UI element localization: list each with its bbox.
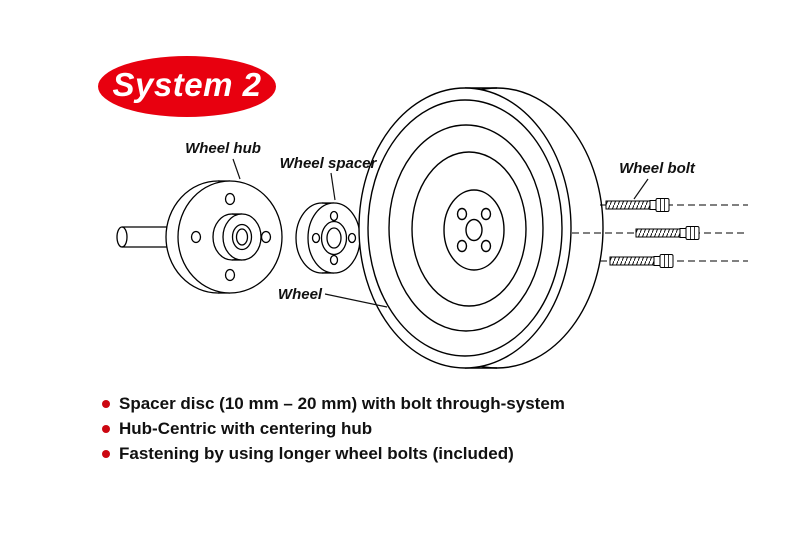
wheel-center-bore [465,218,483,242]
spacer-bolt-hole [347,232,357,244]
bullet-dot [102,425,110,433]
feature-item: Spacer disc (10 mm – 20 mm) with bolt th… [102,393,722,415]
spacer-centering-ring [320,220,348,256]
system-badge: System 2 [98,56,276,117]
feature-text: Spacer disc (10 mm – 20 mm) with bolt th… [119,394,565,413]
spacer-bolt-hole [329,254,339,266]
hub-center-bore [235,228,249,246]
feature-text: Hub-Centric with centering hub [119,419,373,438]
wheel-bolt-hole [480,207,492,221]
axle-shaft-end [116,226,128,248]
rim-dish [411,151,527,307]
wheel-bolt-middle [635,226,700,240]
wheel-bolt-hole [456,239,468,253]
wheel-bolt-label: Wheel bolt [619,160,696,177]
feature-item: Fastening by using longer wheel bolts (i… [102,443,722,465]
rim-edge [388,124,544,332]
hub-centering-boss [222,213,262,261]
feature-text: Fastening by using longer wheel bolts (i… [119,444,514,463]
wheel-hub-label: Wheel hub [185,140,261,157]
spacer-bolt-hole [329,210,339,222]
wheel-hub-drawing [116,180,283,294]
spacer-bolt-hole [311,232,321,244]
spacer-center-bore [326,227,342,249]
bullet-dot [102,400,110,408]
wheel-bolt-bottom [609,254,674,268]
system-badge-label: System 2 [112,66,262,103]
wheel-spacer-label: Wheel spacer [280,155,378,172]
wheel-spacer-drawing [295,202,361,274]
wheel-bolt-hole [456,207,468,221]
hub-bolt-hole [224,268,236,282]
wheel-drawing [358,87,604,369]
hub-bolt-hole [224,192,236,206]
diagram-labels: Wheel hub Wheel spacer Wheel Wheel bolt [185,140,696,308]
feature-list: Spacer disc (10 mm – 20 mm) with bolt th… [102,393,722,468]
wheel-hub-face [443,189,505,271]
hub-bolt-hole [190,230,202,244]
feature-item: Hub-Centric with centering hub [102,418,722,440]
bullet-dot [102,450,110,458]
wheel-label: Wheel [278,286,323,303]
wheel-bolt-top [605,198,670,212]
wheel-bolt-hole [480,239,492,253]
